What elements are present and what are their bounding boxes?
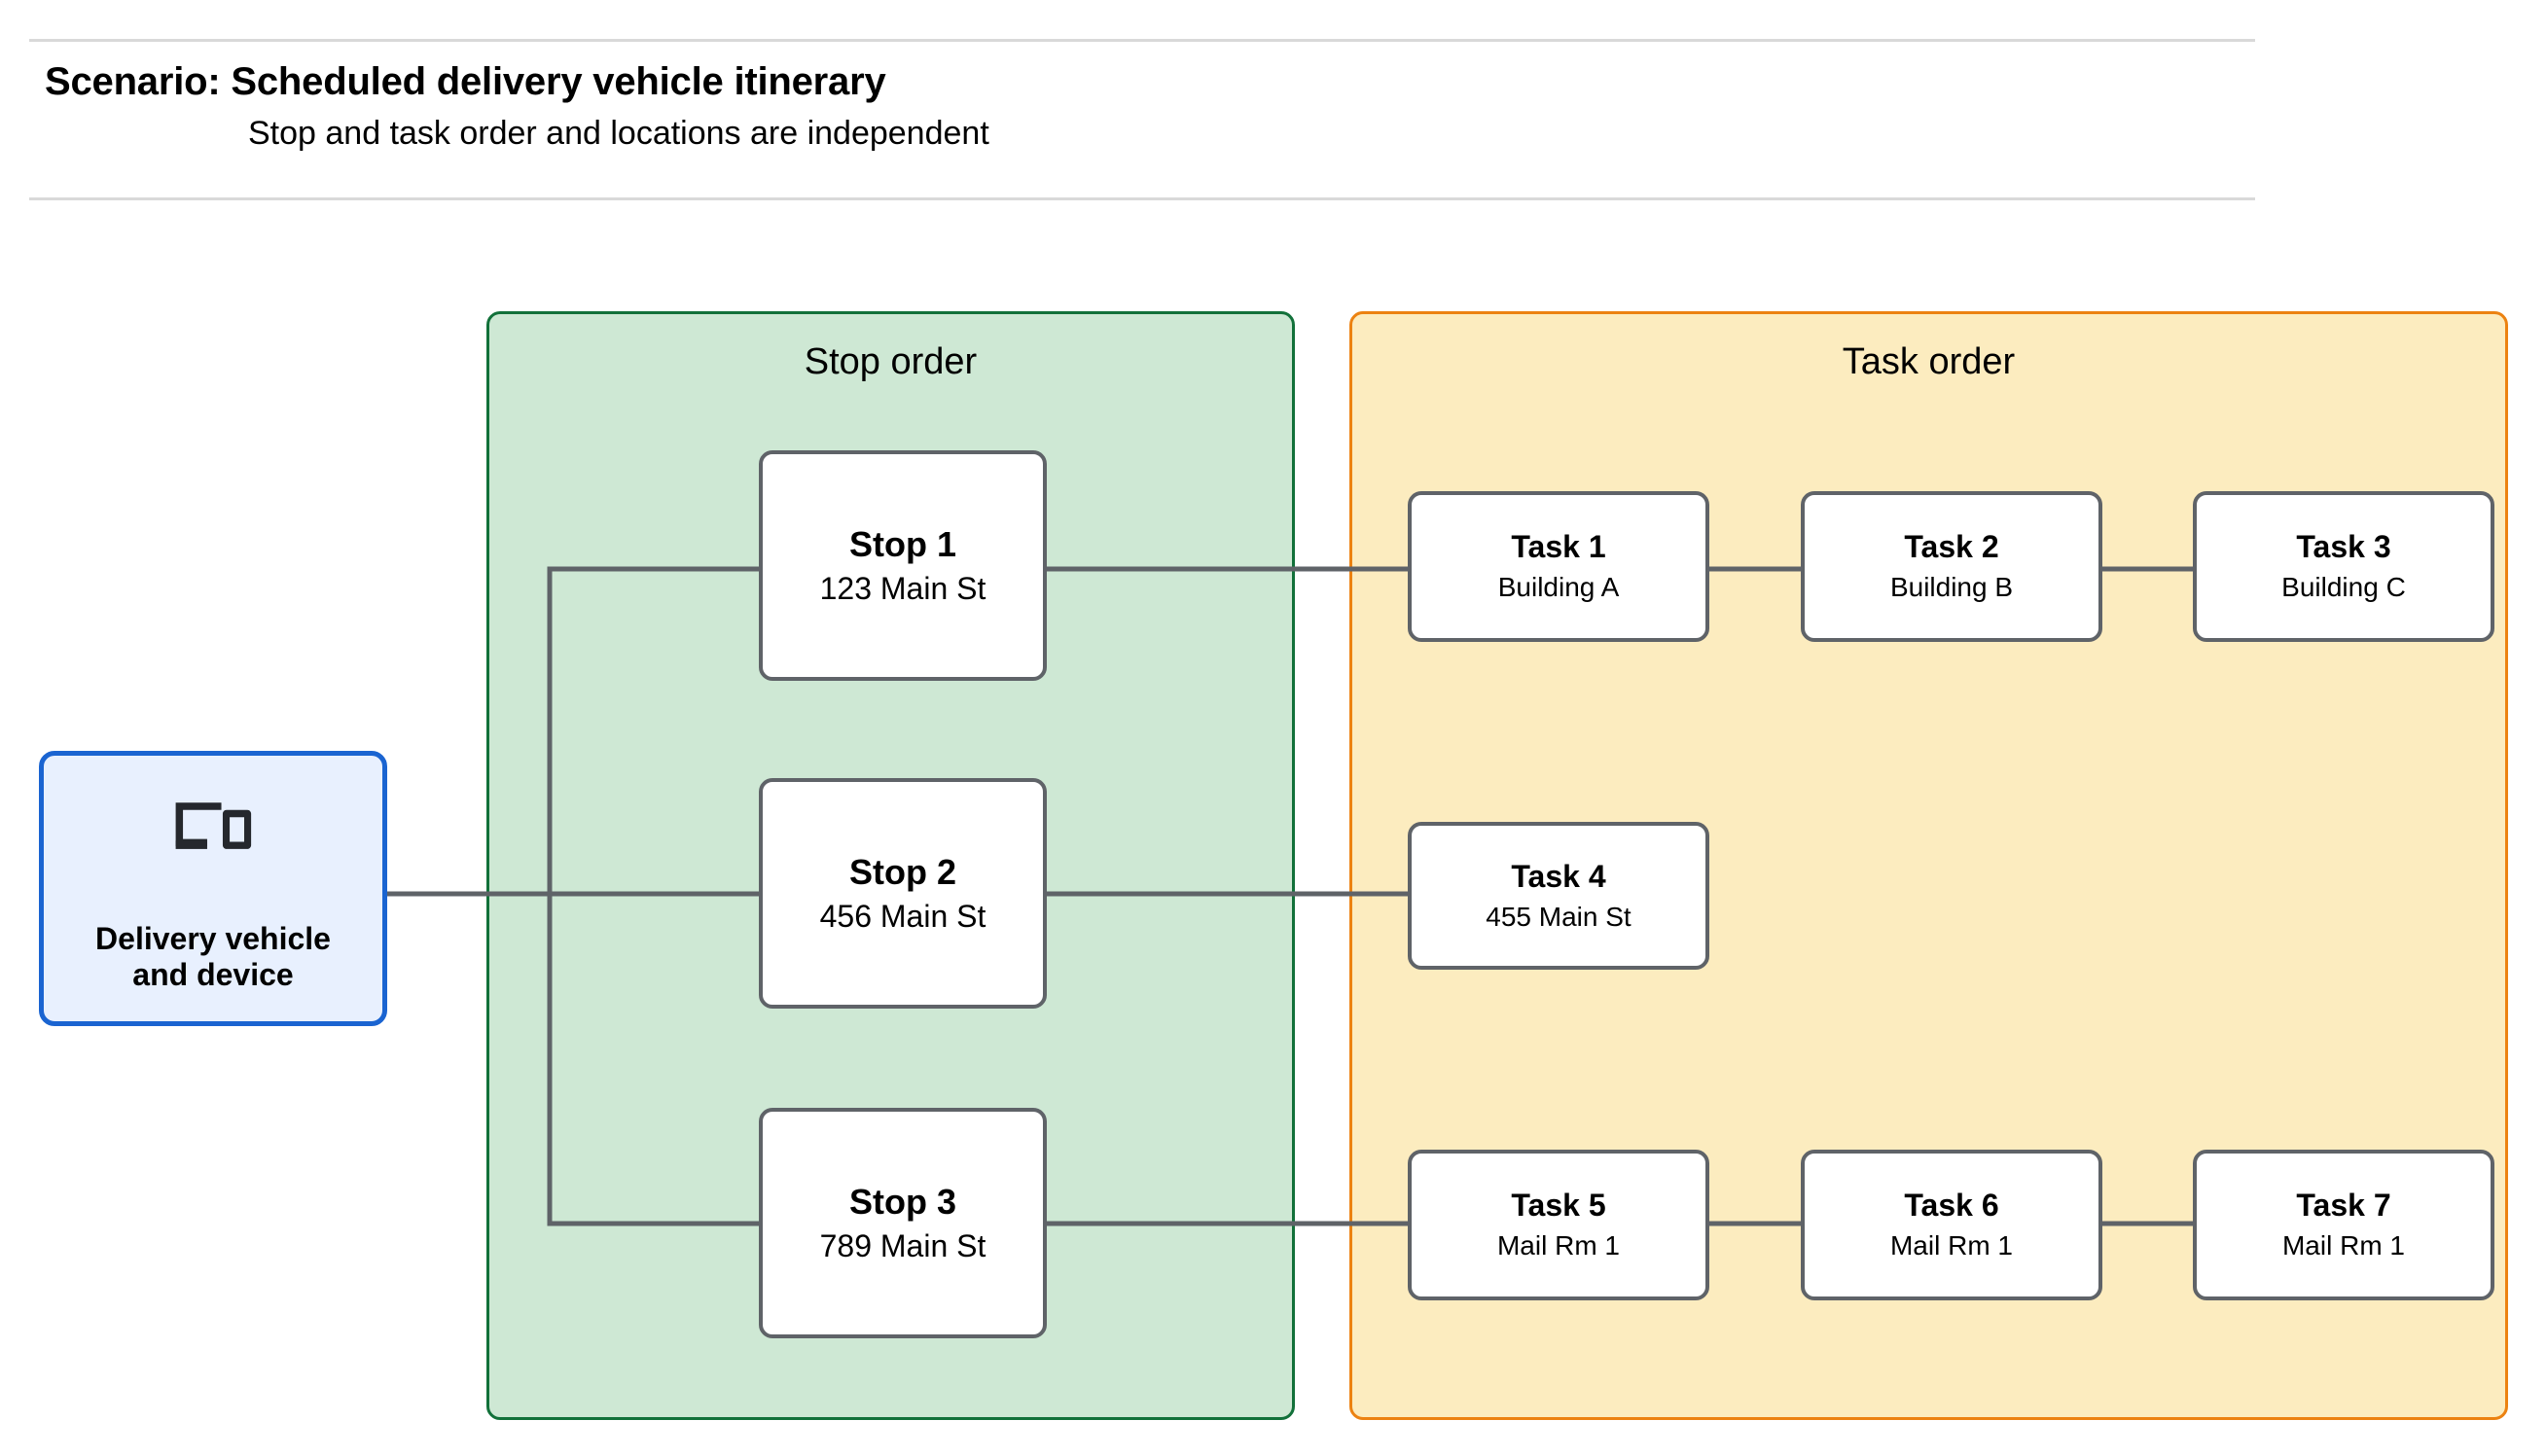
node-task-6[interactable]: Task 6 Mail Rm 1 [1801,1150,2102,1300]
node-task-6-title: Task 6 [1904,1188,1999,1224]
node-stop-3-location: 789 Main St [819,1228,986,1263]
node-stop-3[interactable]: Stop 3 789 Main St [759,1108,1047,1338]
node-task-3-title: Task 3 [2296,529,2391,565]
node-task-5-title: Task 5 [1511,1188,1606,1224]
node-task-4-location: 455 Main St [1486,901,1632,932]
header-divider-bottom [29,197,2255,200]
node-task-5[interactable]: Task 5 Mail Rm 1 [1408,1150,1709,1300]
node-delivery-vehicle-label: Delivery vehicle and device [95,921,331,992]
page-subtitle: Stop and task order and locations are in… [248,115,989,152]
header-divider-top [29,39,2255,42]
node-stop-3-title: Stop 3 [848,1181,956,1222]
node-task-7-location: Mail Rm 1 [2281,1230,2405,1261]
node-task-1[interactable]: Task 1 Building A [1408,491,1709,642]
node-task-2[interactable]: Task 2 Building B [1801,491,2102,642]
node-task-3-location: Building C [2281,572,2406,603]
node-stop-1-title: Stop 1 [848,523,956,564]
node-task-1-title: Task 1 [1511,529,1606,565]
node-task-7-title: Task 7 [2296,1188,2391,1224]
node-task-4[interactable]: Task 4 455 Main St [1408,822,1709,970]
panel-stop-order-title: Stop order [804,341,978,382]
panel-task-order-title: Task order [1842,341,2016,382]
node-stop-1-location: 123 Main St [819,571,986,606]
node-task-5-location: Mail Rm 1 [1496,1230,1620,1261]
node-stop-1[interactable]: Stop 1 123 Main St [759,450,1047,681]
node-task-7[interactable]: Task 7 Mail Rm 1 [2193,1150,2494,1300]
node-task-2-location: Building B [1889,572,2014,603]
node-task-6-location: Mail Rm 1 [1889,1230,2013,1261]
node-delivery-vehicle[interactable]: Delivery vehicle and device [39,751,387,1026]
node-stop-2-location: 456 Main St [819,899,986,934]
node-task-3[interactable]: Task 3 Building C [2193,491,2494,642]
node-task-4-title: Task 4 [1511,858,1606,894]
page-title: Scenario: Scheduled delivery vehicle iti… [45,60,886,103]
node-task-1-location: Building A [1497,572,1620,603]
devices-icon [171,799,255,861]
node-stop-2-title: Stop 2 [848,851,956,892]
node-task-2-title: Task 2 [1904,529,1999,565]
node-stop-2[interactable]: Stop 2 456 Main St [759,778,1047,1009]
